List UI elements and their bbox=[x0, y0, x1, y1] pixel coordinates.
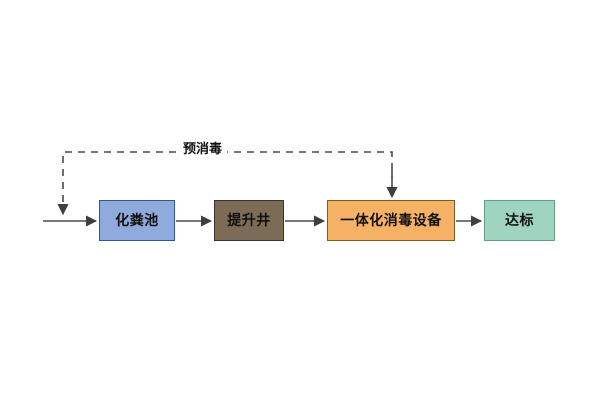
feedback-edge-label-pre-disinfection: 预消毒 bbox=[178, 142, 228, 159]
process-node-septic-tank-label: 化粪池 bbox=[115, 212, 159, 229]
process-node-lift-well-label: 提升井 bbox=[227, 212, 271, 229]
process-node-standard-reached[interactable]: 达标 bbox=[484, 200, 555, 241]
process-node-standard-reached-label: 达标 bbox=[505, 212, 534, 229]
process-node-lift-well[interactable]: 提升井 bbox=[214, 200, 284, 241]
process-node-septic-tank[interactable]: 化粪池 bbox=[99, 200, 175, 241]
connector-feedback-pre-disinfection-return bbox=[57, 151, 393, 216]
process-node-disinfection-equipment[interactable]: 一体化消毒设备 bbox=[327, 200, 455, 241]
process-node-disinfection-equipment-label: 一体化消毒设备 bbox=[340, 212, 442, 229]
